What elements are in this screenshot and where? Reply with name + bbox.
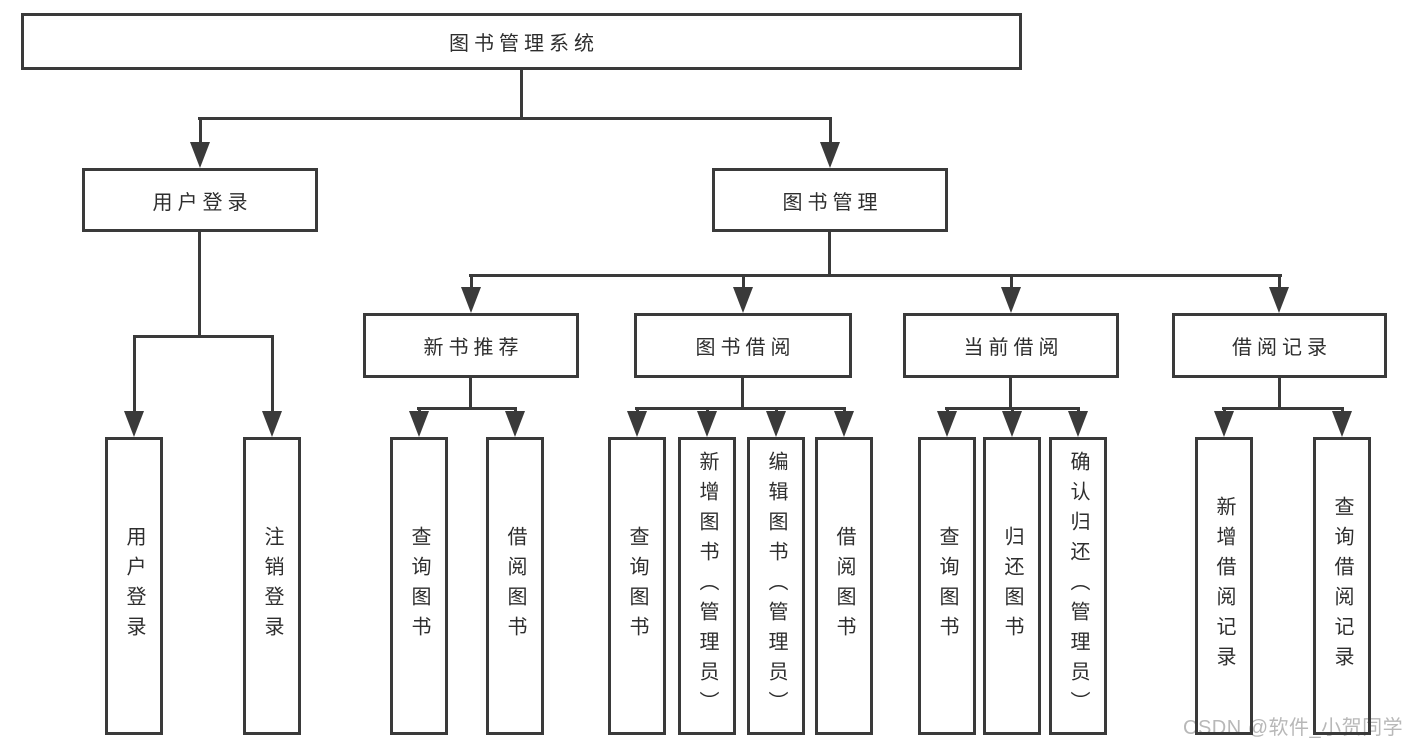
arrow-to-book-mgmt [820, 118, 840, 168]
node-book-mgmt-label: 图书管理 [782, 191, 883, 214]
leaf-bb-borrow-books-label: 借阅图书 [833, 526, 855, 646]
leaf-user-login-label: 用户登录 [123, 526, 145, 646]
leaf-br-query-record-label: 查询借阅记录 [1331, 496, 1353, 676]
arrow-to-bb-query [627, 408, 647, 437]
node-new-books: 新书推荐 [363, 313, 579, 378]
arrow-to-new-books [461, 275, 481, 313]
arrow-to-leaf-login [124, 336, 144, 437]
leaf-cb-confirm-return-admin: 确认归还（管理员） [1049, 437, 1107, 735]
arrow-to-bb-borrow [834, 408, 854, 437]
connector-book-borrow-bar [635, 407, 846, 410]
arrow-to-user-login [190, 118, 210, 168]
leaf-bb-add-books-admin: 新增图书（管理员） [678, 437, 736, 735]
arrow-to-br-query [1332, 408, 1352, 437]
connector-new-books-bar [417, 407, 517, 410]
node-root: 图书管理系统 [21, 13, 1022, 70]
leaf-logout: 注销登录 [243, 437, 301, 735]
leaf-bb-edit-books-admin: 编辑图书（管理员） [747, 437, 805, 735]
leaf-br-add-record: 新增借阅记录 [1195, 437, 1253, 735]
node-borrow-records: 借阅记录 [1172, 313, 1387, 378]
arrow-to-nb-borrow [505, 408, 525, 437]
connector-user-login-stub [198, 232, 201, 335]
connector-new-books-stub [469, 378, 472, 407]
arrow-to-cb-query [937, 408, 957, 437]
connector-borrow-records-bar [1222, 407, 1344, 410]
connector-book-mgmt-bar [469, 274, 1282, 277]
connector-borrow-records-stub [1278, 378, 1281, 407]
node-user-login: 用户登录 [82, 168, 318, 232]
node-book-mgmt: 图书管理 [712, 168, 948, 232]
leaf-bb-add-books-admin-label: 新增图书（管理员） [696, 451, 718, 721]
leaf-bb-query-books-label: 查询图书 [626, 526, 648, 646]
arrow-to-cb-return [1002, 408, 1022, 437]
arrow-to-nb-query [409, 408, 429, 437]
leaf-cb-query-books-label: 查询图书 [936, 526, 958, 646]
node-borrow-records-label: 借阅记录 [1232, 337, 1332, 359]
node-current-borrow-label: 当前借阅 [963, 337, 1064, 359]
node-new-books-label: 新书推荐 [423, 337, 524, 359]
arrow-to-leaf-logout [262, 336, 282, 437]
connector-current-borrow-stub [1009, 378, 1012, 407]
node-user-login-label: 用户登录 [152, 191, 253, 214]
arrow-to-cb-confirm [1068, 408, 1088, 437]
leaf-nb-query-books-label: 查询图书 [408, 526, 430, 646]
arrow-to-bb-add [697, 408, 717, 437]
leaf-br-add-record-label: 新增借阅记录 [1213, 496, 1235, 676]
leaf-cb-confirm-return-admin-label: 确认归还（管理员） [1067, 451, 1089, 721]
connector-root-bar [198, 117, 832, 120]
arrow-to-borrow-records [1269, 275, 1289, 313]
arrow-to-br-add [1214, 408, 1234, 437]
leaf-nb-borrow-books: 借阅图书 [486, 437, 544, 735]
node-book-borrow-label: 图书借阅 [695, 337, 796, 359]
leaf-nb-query-books: 查询图书 [390, 437, 448, 735]
leaf-bb-borrow-books: 借阅图书 [815, 437, 873, 735]
arrow-to-book-borrow [733, 275, 753, 313]
arrow-to-bb-edit [766, 408, 786, 437]
leaf-bb-query-books: 查询图书 [608, 437, 666, 735]
connector-root-stub [520, 70, 523, 117]
leaf-cb-query-books: 查询图书 [918, 437, 976, 735]
leaf-user-login: 用户登录 [105, 437, 163, 735]
leaf-nb-borrow-books-label: 借阅图书 [504, 526, 526, 646]
leaf-cb-return-books-label: 归还图书 [1001, 526, 1023, 646]
node-book-borrow: 图书借阅 [634, 313, 852, 378]
leaf-cb-return-books: 归还图书 [983, 437, 1041, 735]
watermark: CSDN @软件_小贺同学 [1183, 717, 1404, 739]
connector-user-login-bar [133, 335, 274, 338]
leaf-br-query-record: 查询借阅记录 [1313, 437, 1371, 735]
node-current-borrow: 当前借阅 [903, 313, 1119, 378]
leaf-logout-label: 注销登录 [261, 526, 283, 646]
arrow-to-current-borrow [1001, 275, 1021, 313]
node-root-label: 图书管理系统 [449, 33, 599, 55]
connector-book-mgmt-stub [828, 232, 831, 274]
connector-book-borrow-stub [741, 378, 744, 407]
leaf-bb-edit-books-admin-label: 编辑图书（管理员） [765, 451, 787, 721]
